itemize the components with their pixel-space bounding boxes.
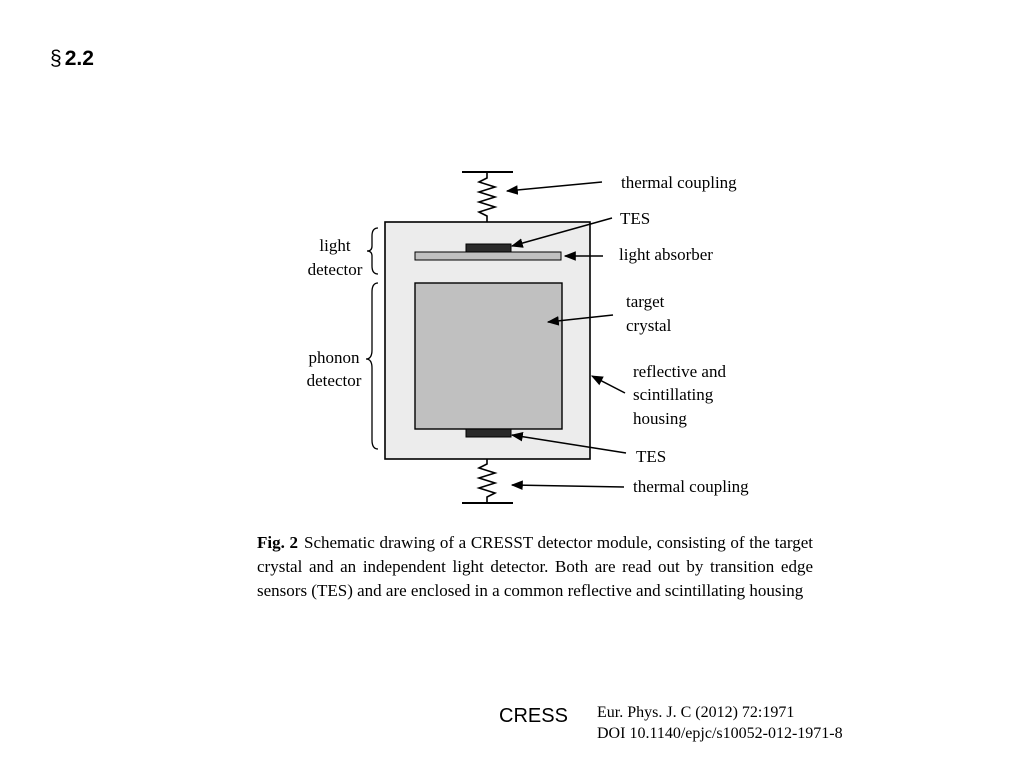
label-thermal-coupling-bottom: thermal coupling [633, 477, 749, 496]
arrow-housing [590, 375, 626, 394]
label-target-crystal-1: target [626, 292, 665, 311]
section-number: 2.2 [64, 47, 94, 70]
label-tes-bottom: TES [636, 447, 666, 466]
citation: Eur. Phys. J. C (2012) 72:1971 DOI 10.11… [597, 702, 843, 744]
tes-bottom [465, 428, 512, 438]
arrow-target-crystal [546, 314, 614, 326]
label-target-crystal-2: crystal [626, 316, 672, 335]
light-absorber [414, 251, 562, 261]
citation-journal: Eur. Phys. J. C (2012) 72:1971 [597, 704, 795, 721]
project-label: CRESS [499, 705, 568, 727]
label-phonon-detector-1: phonon [309, 348, 361, 367]
arrow-thermal-coupling-top [505, 181, 603, 195]
light-detector-brace [366, 227, 379, 275]
label-housing-1: reflective and [633, 362, 726, 381]
label-tes-top: TES [620, 209, 650, 228]
target-crystal [414, 282, 563, 430]
thermal-coupling-bottom [462, 459, 513, 504]
thermal-coupling-top [462, 171, 513, 222]
label-housing-2: scintillating [633, 385, 714, 404]
label-phonon-detector-2: detector [307, 371, 362, 390]
label-housing-3: housing [633, 409, 687, 428]
label-thermal-coupling-top: thermal coupling [621, 173, 737, 192]
arrow-tes-bottom [510, 431, 627, 454]
phonon-detector-brace [365, 282, 379, 450]
label-light-detector-2: detector [308, 260, 363, 279]
tes-top [465, 243, 512, 253]
section-heading: §2.2 [50, 47, 94, 71]
label-light-absorber: light absorber [619, 245, 713, 264]
figure-number: Fig. 2 [257, 533, 299, 552]
citation-doi: DOI 10.1140/epjc/s10052-012-1971-8 [597, 725, 843, 742]
arrow-thermal-coupling-bottom [510, 480, 625, 490]
arrow-tes-top [510, 217, 613, 248]
caption-text: Schematic drawing of a CRESST detector m… [257, 533, 813, 600]
section-symbol: § [50, 47, 62, 70]
label-light-detector-1: light [319, 236, 350, 255]
